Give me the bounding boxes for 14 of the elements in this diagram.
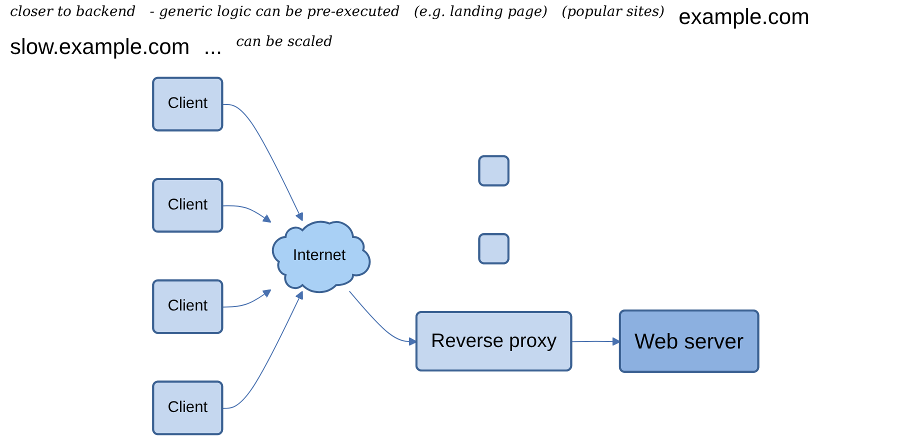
arrow	[349, 290, 418, 346]
handwritten-note: closer to backend	[10, 4, 136, 22]
arrow	[222, 104, 304, 222]
arrow	[222, 205, 272, 223]
domain-label: slow.example.com	[10, 34, 190, 60]
arrow	[222, 290, 304, 409]
arrow	[222, 289, 272, 308]
handwritten-note: can be scaled	[236, 34, 333, 52]
domain-label: ...	[204, 34, 222, 60]
handwritten-note: - generic logic can be pre-executed	[150, 4, 400, 22]
domain-label: example.com	[678, 4, 810, 30]
arrow	[572, 337, 622, 346]
handwritten-note: (popular sites)	[562, 4, 665, 22]
handwritten-note: (e.g. landing page)	[414, 4, 548, 22]
